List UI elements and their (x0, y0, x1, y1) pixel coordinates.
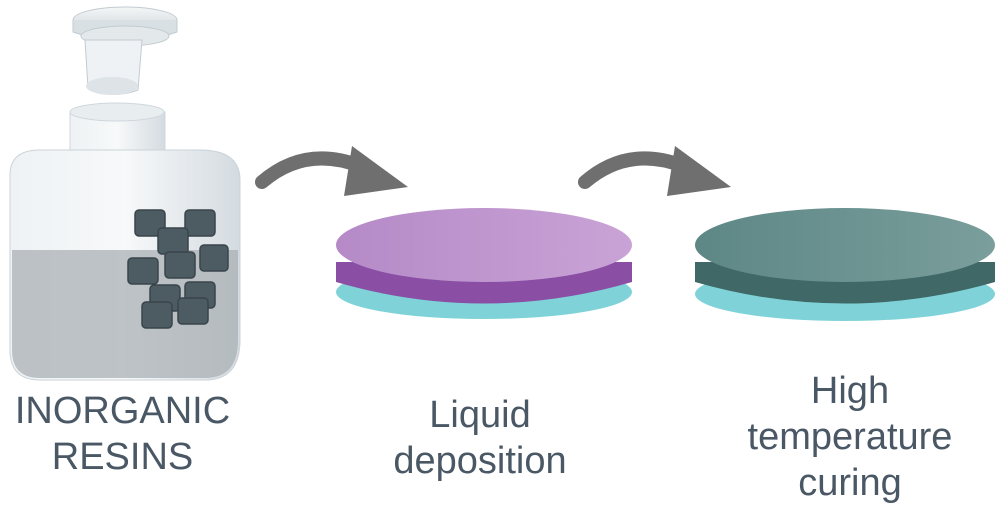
coated-disc-icon (336, 208, 632, 319)
resin-cubes (127, 209, 229, 329)
step-label-line: temperature (747, 416, 953, 458)
step-label-line: High (810, 370, 890, 412)
step-label-high-temperature-curing: High temperature curing (730, 368, 970, 506)
bottle-with-cap-icon (9, 6, 241, 381)
bottle-cap (72, 6, 178, 95)
curved-arrow-icon (578, 146, 731, 196)
step-label-liquid-deposition: Liquid deposition (360, 392, 600, 484)
step-label-inorganic-resins: INORGANIC RESINS (0, 388, 245, 480)
step-label-line: RESINS (51, 436, 194, 478)
curved-arrow-icon (255, 146, 408, 196)
cured-disc-icon (695, 208, 995, 321)
step-label-line: deposition (393, 440, 567, 482)
step-label-line: INORGANIC (14, 390, 231, 432)
step-label-line: Liquid (429, 394, 531, 436)
step-label-line: curing (798, 462, 902, 504)
